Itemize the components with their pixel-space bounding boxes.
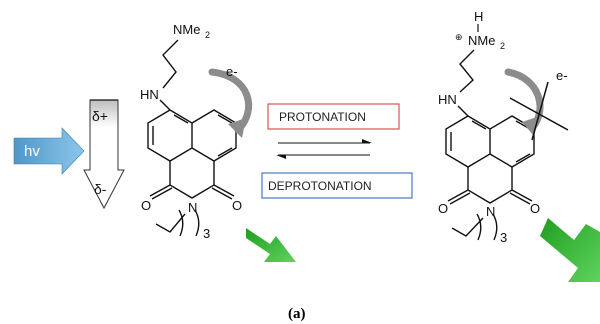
left-imide-o-right: O (232, 198, 242, 213)
right-molecule: H ⊕ NMe 2 HN O O N 3 e- (438, 9, 569, 245)
left-molecule: NMe 2 HN O O N 3 e- (140, 22, 253, 241)
left-imide-o-left: O (141, 198, 151, 213)
blocked-cross-line-2 (531, 81, 549, 141)
delta-plus-label: δ+ (92, 108, 108, 124)
right-emission-arrow (540, 218, 600, 282)
dipole-arrow: δ+ δ- (83, 99, 125, 210)
right-chain-subscript: 3 (500, 230, 507, 245)
delta-minus-label: δ- (94, 181, 107, 197)
right-amine-subscript: 2 (500, 41, 505, 51)
protonation-label: PROTONATION (279, 110, 366, 124)
deprotonation-box (261, 172, 413, 199)
left-amine-subscript: 2 (205, 30, 210, 40)
figure-caption: (a) (288, 306, 306, 322)
deprotonation-label: DEPROTONATION (268, 179, 372, 193)
protonation-box (267, 103, 400, 130)
right-imide-o-left: O (438, 201, 448, 216)
hv-label: hv (24, 143, 40, 160)
right-electron-label: e- (556, 68, 568, 83)
left-electron-label: e- (226, 64, 238, 79)
left-chain-subscript: 3 (203, 226, 210, 241)
right-imide-o-right: O (530, 201, 540, 216)
left-imide-n: N (188, 200, 197, 215)
left-amine-label: NMe (173, 22, 200, 37)
right-hn-label: HN (438, 92, 457, 107)
right-imide-n: N (486, 204, 495, 219)
left-hn-label: HN (140, 87, 159, 102)
equilibrium: PROTONATION DEPROTONATION (261, 103, 413, 199)
right-proton-h: H (474, 9, 483, 24)
left-emission-arrow (246, 228, 296, 262)
excitation-arrow: hv (13, 127, 85, 175)
right-amine-label: NMe (468, 33, 495, 48)
right-plus-sign: ⊕ (455, 32, 463, 42)
